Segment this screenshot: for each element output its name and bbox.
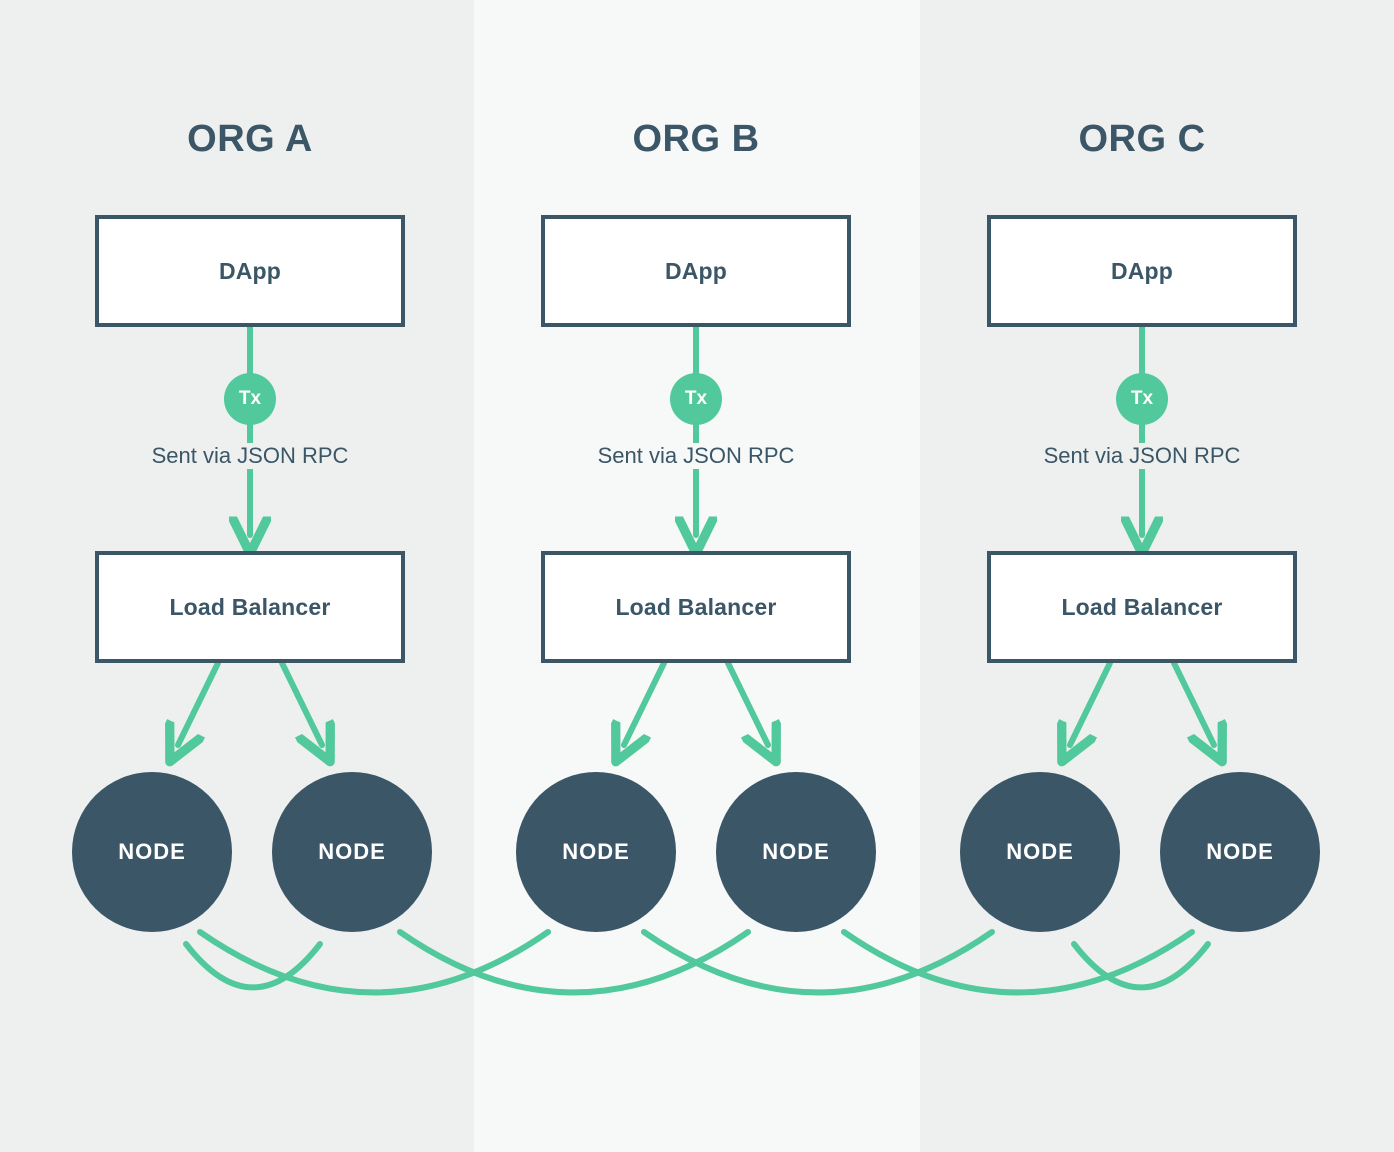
node-label-c1: NODE: [1006, 839, 1074, 864]
node-circle-c1[interactable]: NODE: [960, 772, 1120, 932]
load-balancer-label-b: Load Balancer: [615, 593, 777, 620]
tx-badge-label-b: Tx: [684, 388, 708, 409]
node-label-b2: NODE: [762, 839, 830, 864]
tx-badge-a[interactable]: Tx: [224, 373, 276, 425]
dapp-box-org-a[interactable]: DApp: [95, 215, 405, 327]
tx-badge-label-c: Tx: [1130, 388, 1154, 409]
node-circle-b2[interactable]: NODE: [716, 772, 876, 932]
tx-badge-c[interactable]: Tx: [1116, 373, 1168, 425]
org-title-c: ORG C: [1078, 118, 1206, 160]
dapp-box-org-b[interactable]: DApp: [541, 215, 851, 327]
load-balancer-label-c: Load Balancer: [1061, 593, 1223, 620]
tx-badge-label-a: Tx: [238, 388, 262, 409]
node-circle-b1[interactable]: NODE: [516, 772, 676, 932]
rpc-caption-c: Sent via JSON RPC: [972, 443, 1312, 469]
node-label-a1: NODE: [118, 839, 186, 864]
org-title-a: ORG A: [187, 118, 313, 160]
node-circle-a2[interactable]: NODE: [272, 772, 432, 932]
dapp-label-a: DApp: [218, 257, 282, 284]
dapp-box-org-c[interactable]: DApp: [987, 215, 1297, 327]
org-title-b: ORG B: [632, 118, 760, 160]
rpc-caption-a: Sent via JSON RPC: [80, 443, 420, 469]
node-circle-a1[interactable]: NODE: [72, 772, 232, 932]
rpc-caption-text-a: Sent via JSON RPC: [149, 443, 351, 468]
rpc-caption-b: Sent via JSON RPC: [526, 443, 866, 469]
dapp-label-c: DApp: [1110, 257, 1174, 284]
rpc-caption-text-c: Sent via JSON RPC: [1041, 443, 1243, 468]
load-balancer-label-a: Load Balancer: [169, 593, 331, 620]
load-balancer-box-org-b[interactable]: Load Balancer: [541, 551, 851, 663]
node-label-b1: NODE: [562, 839, 630, 864]
rpc-caption-text-b: Sent via JSON RPC: [595, 443, 797, 468]
node-label-a2: NODE: [318, 839, 386, 864]
load-balancer-box-org-a[interactable]: Load Balancer: [95, 551, 405, 663]
load-balancer-box-org-c[interactable]: Load Balancer: [987, 551, 1297, 663]
node-circle-c2[interactable]: NODE: [1160, 772, 1320, 932]
node-label-c2: NODE: [1206, 839, 1274, 864]
dapp-label-b: DApp: [664, 257, 728, 284]
tx-badge-b[interactable]: Tx: [670, 373, 722, 425]
